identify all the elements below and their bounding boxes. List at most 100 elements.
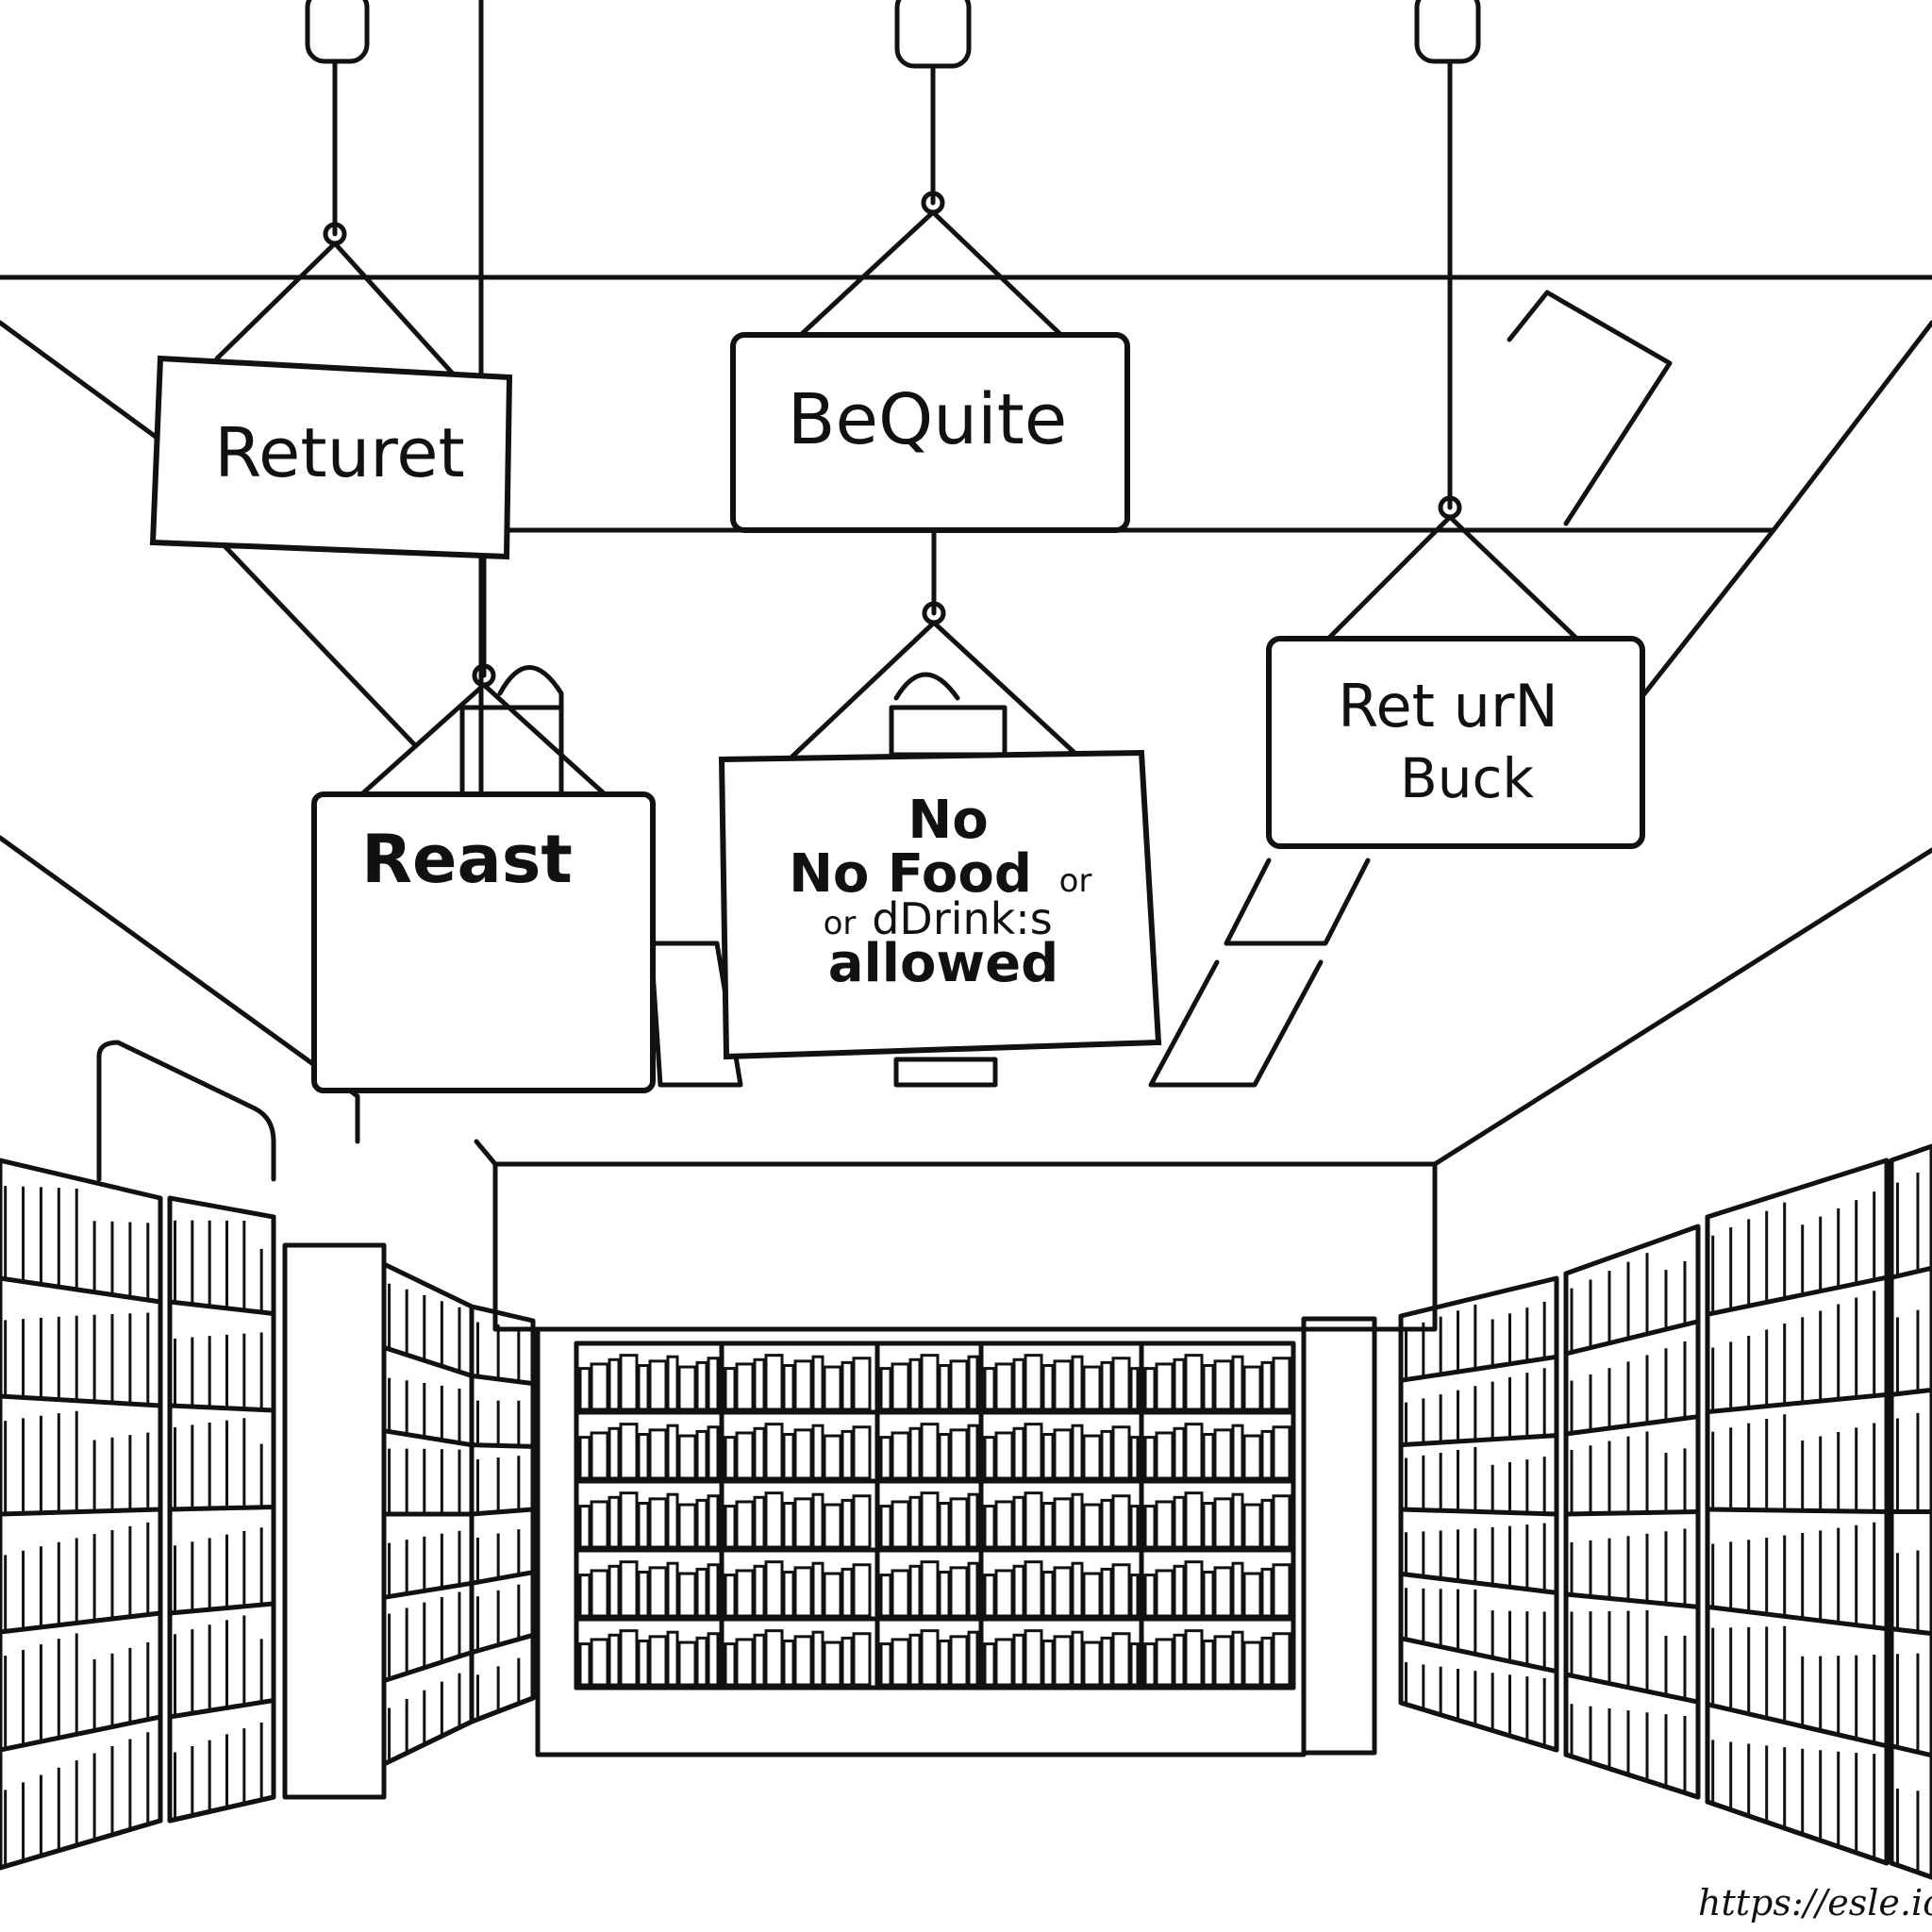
book [782,1364,795,1411]
book [811,1630,824,1687]
book [666,1561,679,1618]
book [590,1638,609,1687]
book [1012,1495,1025,1549]
book [841,1636,854,1687]
book [983,1505,996,1549]
sign-bequite-text: BeQuite [788,379,1068,460]
shelf-board [0,1275,163,1305]
book [1053,1428,1073,1480]
book [908,1633,922,1687]
book [1155,1569,1174,1618]
shelf-board [0,1507,163,1517]
book [695,1498,708,1549]
shelf-board [1563,1509,1701,1517]
book [1129,1505,1140,1549]
book [695,1636,708,1687]
book [1111,1425,1131,1480]
book [1129,1367,1140,1411]
shelf-board [1705,1702,1890,1749]
book [1213,1359,1233,1411]
shelf-board [1563,1414,1701,1437]
book [677,1641,697,1687]
book [1041,1433,1055,1480]
book [619,1560,639,1618]
book [764,1354,784,1411]
book [1173,1633,1186,1687]
book [1155,1638,1174,1687]
book [841,1498,854,1549]
shelf-board [469,1570,536,1586]
book [724,1642,737,1687]
sign-no-food-line2: No Food [789,843,1032,905]
book [753,1357,766,1411]
book [1100,1498,1113,1549]
sign-bequite: BeQuite [730,191,1130,533]
book [1053,1497,1073,1549]
book [908,1495,922,1549]
book [908,1426,922,1480]
book [782,1640,795,1687]
book [637,1502,650,1549]
book [666,1630,679,1687]
book [1082,1434,1102,1480]
book [1082,1572,1102,1618]
bookshelves [0,1143,1932,1880]
book [1155,1431,1174,1480]
book [619,1629,639,1687]
book [608,1495,621,1549]
book [724,1505,737,1549]
shelf-board [469,1507,536,1517]
shelf-board [381,1580,475,1600]
book [1260,1567,1274,1618]
book [1024,1491,1043,1549]
book [967,1424,979,1480]
shelf-board [1705,1507,1890,1514]
book [938,1502,951,1549]
book [608,1633,621,1687]
sign-returet-text: Returet [214,413,465,492]
book [1213,1566,1233,1618]
book [841,1567,854,1618]
book [793,1497,813,1549]
book [1173,1564,1186,1618]
watermark: https://esle.io [1698,1882,1932,1924]
book [648,1497,668,1549]
book [707,1357,720,1411]
book [677,1572,697,1618]
book [823,1365,842,1411]
book [1111,1494,1131,1549]
book [938,1571,951,1618]
shelf-board [1398,1571,1559,1595]
book [1231,1424,1244,1480]
book [879,1642,892,1687]
book [938,1433,951,1480]
shelf-board [167,1601,276,1616]
book [1053,1635,1073,1687]
book [1173,1426,1186,1480]
book [983,1367,996,1411]
book [823,1572,842,1618]
book [1231,1355,1244,1411]
book [1100,1429,1113,1480]
book [724,1436,737,1480]
book [920,1354,940,1411]
book [1082,1365,1102,1411]
book [852,1357,872,1411]
book [967,1630,979,1687]
book [1041,1364,1055,1411]
shelf-board [167,1505,276,1512]
book [983,1642,996,1687]
book [1100,1360,1113,1411]
shelf-board [1889,1626,1932,1637]
book [735,1569,755,1618]
shelf-board [167,1794,276,1824]
book [983,1436,996,1480]
book [1012,1564,1025,1618]
book [753,1633,766,1687]
book [1053,1359,1073,1411]
book [1024,1354,1043,1411]
book [891,1569,910,1618]
book [1202,1571,1215,1618]
book [1260,1498,1274,1549]
book [1071,1355,1084,1411]
